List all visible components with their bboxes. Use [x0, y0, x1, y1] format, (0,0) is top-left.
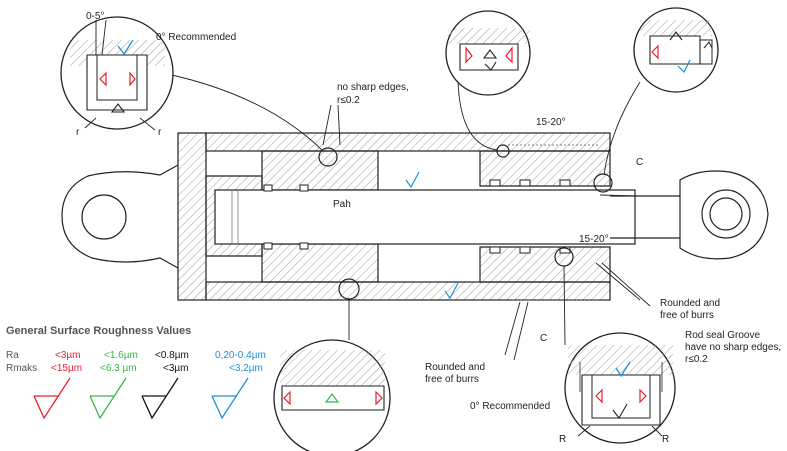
- rounded-label-right-2: free of burrs: [660, 310, 714, 321]
- r-le-label-top: r≤0.2: [337, 95, 360, 106]
- c-label-top: C: [636, 157, 644, 168]
- legend-title: General Surface Roughness Values: [6, 325, 192, 337]
- left-end-cap: [177, 132, 207, 301]
- rounded-label-bottom-2: free of burrs: [425, 374, 479, 385]
- r-label-right: r: [158, 127, 162, 138]
- legend-rmax-red: <15µm: [51, 363, 83, 374]
- R-label-right: R: [662, 434, 670, 445]
- legend-symbols: [33, 377, 249, 420]
- R-label-left: R: [559, 434, 567, 445]
- roughness-symbol-red: [33, 377, 71, 420]
- legend-rmax-black: <3µm: [163, 363, 189, 374]
- rounded-label-right-1: Rounded and: [660, 298, 721, 309]
- rod-gland: [479, 150, 611, 187]
- legend-ra-blue: 0,20-0.4µm: [215, 350, 266, 361]
- roughness-symbol-green: [89, 377, 127, 420]
- piston: [261, 150, 379, 191]
- legend-rmax-green: <6.3 µm: [100, 363, 137, 374]
- detail-circle-bottom-right: [564, 332, 676, 444]
- detail-circle-top-left: [60, 16, 174, 131]
- r-label-left: r: [76, 127, 80, 138]
- c-label-bottom: C: [540, 333, 548, 344]
- rounded-label-bottom-1: Rounded and: [425, 362, 486, 373]
- recommended-label-bottom: 0° Recommended: [470, 401, 551, 412]
- piston-rod: [214, 189, 636, 245]
- legend-ra-red: <3µm: [55, 350, 81, 361]
- left-clevis-hole: [81, 194, 127, 240]
- barrel-bottom-wall: [205, 281, 611, 301]
- chamfer-label-top: 15-20°: [536, 117, 566, 128]
- roughness-symbol-blue: [211, 377, 249, 420]
- legend-rmax-blue: <3,2µm: [229, 363, 263, 374]
- detail-circle-bottom-mid: [273, 339, 391, 451]
- roughness-symbol-black: [141, 377, 179, 420]
- no-sharp-edges-label: no sharp edges,: [337, 82, 409, 93]
- barrel-top-wall: [205, 132, 611, 152]
- pah-label: Pah: [333, 199, 351, 210]
- detail-circle-top-right: [633, 7, 719, 93]
- legend-ra-green: <1.6µm: [104, 350, 138, 361]
- detail-circle-top-mid: [445, 10, 531, 96]
- chamfer-label-mid: 15-20°: [579, 234, 609, 245]
- leader-lines: [146, 69, 651, 361]
- legend-row-ra: Ra: [6, 350, 19, 361]
- rod-seal-label-3: r≤0.2: [685, 354, 708, 365]
- legend-row-rmaks: Rmaks: [6, 363, 38, 374]
- cylinder-body: [61, 132, 769, 301]
- angle-label-top: 0-5°: [86, 11, 105, 22]
- recommended-label-top: 0° Recommended: [156, 32, 237, 43]
- piston-bottom: [261, 243, 379, 283]
- rod-seal-label-2: have no sharp edges,: [685, 342, 782, 353]
- rod-extension: [610, 195, 680, 239]
- rod-seal-label-1: Rod seal Groove: [685, 330, 761, 341]
- legend-ra-black: <0.8µm: [155, 350, 189, 361]
